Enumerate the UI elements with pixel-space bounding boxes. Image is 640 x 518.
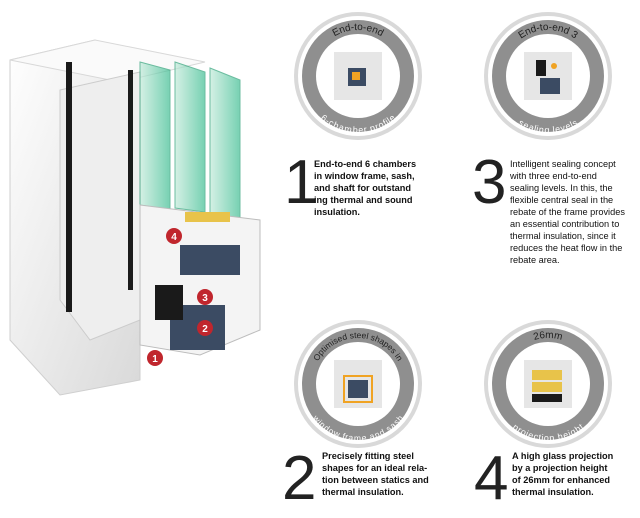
- badge-6-chamber: End-to-end 6-chamber profile: [290, 8, 426, 144]
- feature-number-3: 3: [472, 148, 507, 217]
- feature-number-4: 4: [474, 444, 509, 513]
- window-profile-illustration: 1 2 3 4: [9, 39, 261, 396]
- marker-1: 1: [147, 350, 163, 366]
- insulation-block-upper: [180, 245, 240, 275]
- feature-text-2: Precisely fitting steel shapes for an id…: [322, 451, 429, 497]
- seal-dark: [155, 285, 183, 320]
- svg-text:3: 3: [202, 293, 208, 304]
- feature-number-2: 2: [282, 444, 317, 513]
- glass-pane-3: [209, 67, 241, 219]
- marker-3: 3: [197, 289, 213, 305]
- badge-sealing-levels: End-to-end 3 sealing levels: [480, 8, 616, 144]
- badge-steel-shapes: Optimised steel shapes in window frame a…: [290, 316, 426, 452]
- marker-2: 2: [197, 320, 213, 336]
- feature-text-1: End-to-end 6 chambers in window frame, s…: [314, 159, 417, 217]
- sash-face: [59, 71, 141, 341]
- svg-text:2: 2: [202, 324, 208, 335]
- glass-pane-1: [139, 61, 171, 211]
- svg-text:1: 1: [152, 354, 158, 365]
- feature-text-4: A high glass projection by a projection …: [512, 451, 614, 497]
- feature-number-1: 1: [284, 148, 319, 217]
- svg-text:4: 4: [171, 232, 177, 243]
- gasket-inner: [128, 70, 133, 290]
- marker-4: 4: [166, 228, 182, 244]
- feature-text-3: Intelligent sealing concept with three e…: [510, 159, 625, 265]
- glass-pane-2: [174, 61, 206, 213]
- gasket-vertical: [66, 62, 72, 312]
- badge-projection-height: 26mm projection height: [480, 316, 616, 452]
- svg-text:26mm: 26mm: [532, 330, 563, 343]
- spacer-yellow: [185, 212, 230, 222]
